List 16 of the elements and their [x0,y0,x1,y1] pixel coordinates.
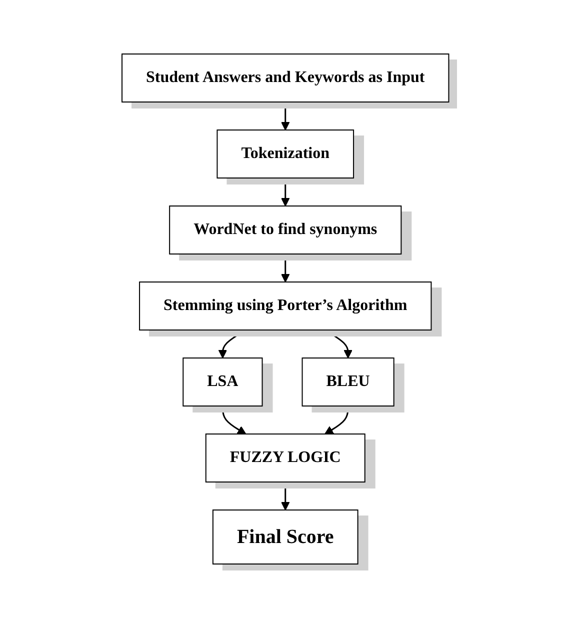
arrow [218,328,246,358]
node-box: Student Answers and Keywords as Input [122,53,450,102]
arrow [281,254,290,282]
node-box: Tokenization [216,129,354,178]
node-box: Final Score [212,509,358,564]
node-box: WordNet to find synonyms [169,205,402,254]
arrow [281,102,290,130]
arrow [324,406,349,434]
node-box: Stemming using Porter’s Algorithm [139,281,432,330]
arrow [222,406,246,434]
arrow [281,482,290,510]
node-box: FUZZY LOGIC [206,433,366,482]
node-box: LSA [182,357,263,406]
arrow [281,178,290,206]
arrow [324,328,353,358]
node-box: BLEU [302,357,394,406]
